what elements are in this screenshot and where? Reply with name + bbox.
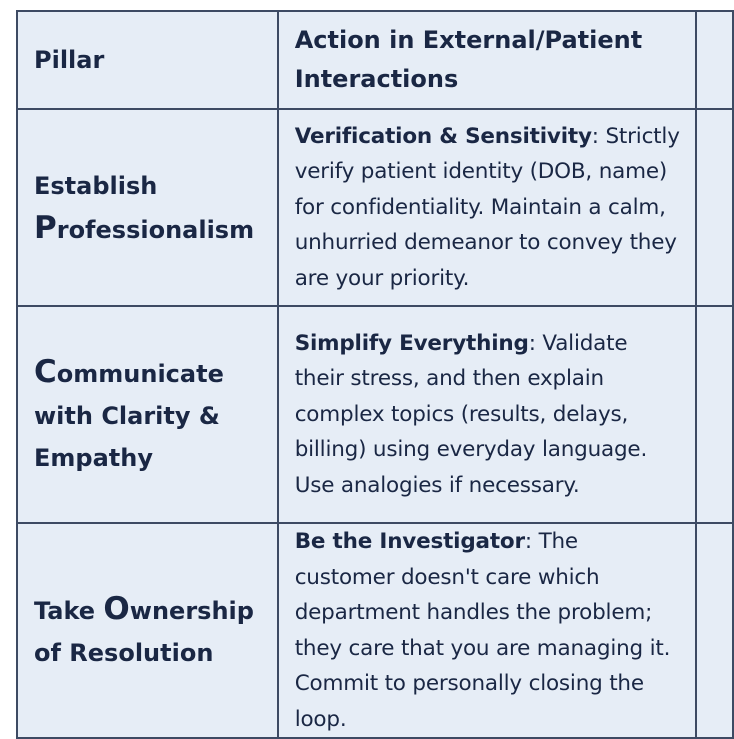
table-row: Establish Professionalism Verification &… bbox=[16, 108, 734, 307]
action-cell: Be the Investigator: The customer doesn'… bbox=[276, 522, 698, 739]
pillar-initial: P bbox=[34, 209, 57, 246]
pillar-initial: O bbox=[103, 590, 130, 627]
pillar-initial: C bbox=[34, 353, 57, 390]
pillar-text: Take bbox=[34, 596, 104, 625]
table-row: Take Ownership of Resolution Be the Inve… bbox=[16, 522, 734, 739]
header-pillar: Pillar bbox=[16, 10, 279, 110]
table-header-row: Pillar Action in External/Patient Intera… bbox=[16, 10, 734, 110]
action-cell: Simplify Everything: Validate their stre… bbox=[276, 305, 698, 524]
table-row: Communicate with Clarity & Empathy Simpl… bbox=[16, 305, 734, 524]
header-cut-off bbox=[695, 10, 734, 110]
pillar-text: wnership of Resolution bbox=[34, 596, 254, 667]
cut-off-cell bbox=[695, 305, 734, 524]
action-title: Simplify Everything bbox=[294, 330, 529, 356]
action-text: : The customer doesn't care which depart… bbox=[294, 529, 671, 732]
pillar-cell: Establish Professionalism bbox=[16, 108, 279, 307]
pillars-table: Pillar Action in External/Patient Intera… bbox=[16, 10, 734, 739]
pillar-text: rofessionalism bbox=[56, 215, 255, 244]
pillar-text: Establish bbox=[34, 171, 158, 200]
action-title: Be the Investigator bbox=[294, 529, 525, 554]
cut-off-cell bbox=[695, 108, 734, 307]
action-text: : Strictly verify patient identity (DOB,… bbox=[294, 123, 680, 291]
cut-off-cell bbox=[695, 522, 734, 739]
action-text: : Validate their stress, and then explai… bbox=[294, 330, 648, 498]
pillar-cell: Communicate with Clarity & Empathy bbox=[16, 305, 279, 524]
pillar-text: ommunicate with Clarity & Empathy bbox=[34, 359, 224, 472]
pillar-cell: Take Ownership of Resolution bbox=[16, 522, 279, 739]
action-cell: Verification & Sensitivity: Strictly ver… bbox=[276, 108, 698, 307]
action-title: Verification & Sensitivity bbox=[294, 123, 592, 149]
header-action: Action in External/Patient Interactions bbox=[276, 10, 698, 110]
